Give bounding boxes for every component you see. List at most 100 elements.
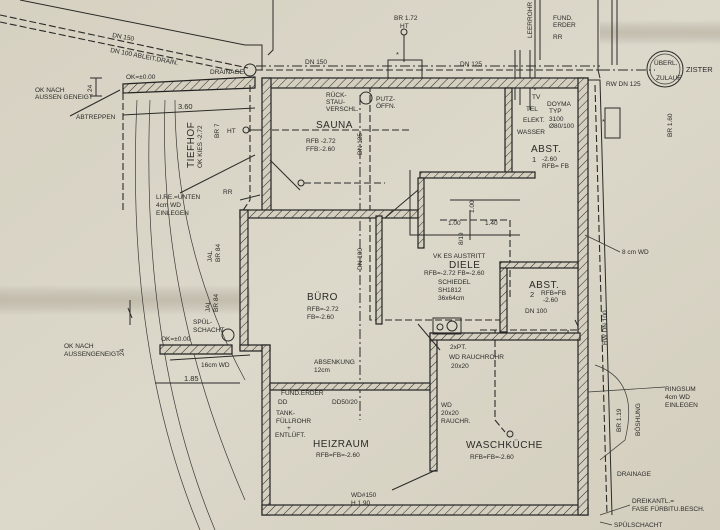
abst-1-number: 1 bbox=[532, 155, 536, 164]
label-drainage: DRAINAGE bbox=[210, 69, 245, 76]
label-br7: BR 7 bbox=[214, 123, 221, 138]
label-einlegen: EINLEGEN bbox=[156, 210, 189, 217]
label-rr: RR bbox=[223, 189, 233, 196]
label-plus: + bbox=[287, 425, 291, 432]
label-ok-bottom: OK=±0.00 bbox=[161, 336, 191, 343]
label-tiefhof: TIEFHOF bbox=[186, 122, 197, 168]
label-wd: WD bbox=[441, 402, 452, 409]
room-buero: BÜRO bbox=[307, 291, 338, 303]
label-8cm-wd: 8 cm WD bbox=[622, 249, 649, 256]
dimension-1-85: 1.85 bbox=[184, 374, 199, 383]
label-dn125-vertical: DN 125 bbox=[357, 133, 364, 155]
label-br84: BR 84 bbox=[215, 244, 222, 262]
label-dn100-lower: DN 100 bbox=[525, 308, 547, 315]
tiefhof-labels: OK=±0.00 OK NACH AUSSEN GENEIGT 24 ABTRE… bbox=[35, 74, 236, 383]
dimension-1-40: 1.40 bbox=[485, 220, 498, 227]
room-heizraum: HEIZRAUM bbox=[313, 439, 369, 450]
label-dn100-center: DN 100 bbox=[357, 248, 364, 270]
room-abst-1: ABST. bbox=[531, 144, 561, 155]
label-br160: BR 1.60 bbox=[667, 113, 674, 137]
label-tank: TANK- bbox=[276, 410, 295, 417]
label-slope-bottom: 24 bbox=[119, 348, 126, 356]
sauna-rfb: RFB -2.72 bbox=[306, 138, 336, 145]
label-stau: STAU- bbox=[326, 99, 345, 106]
walls bbox=[239, 77, 621, 516]
label-rw-dn125: RW DN 125 bbox=[606, 81, 641, 88]
label-br172: BR 1.72 bbox=[394, 15, 418, 22]
label-ok-nach-bottom: OK NACH bbox=[64, 343, 94, 350]
label-boeschung: BÖSHUNG bbox=[634, 403, 642, 436]
abst-2-number: 2 bbox=[530, 290, 534, 299]
dimension-1-00: 1.00 bbox=[448, 220, 461, 227]
label-vk-es-austritt: VK ES AUSTRITT bbox=[433, 253, 485, 260]
dimension-steps: 8/19 bbox=[458, 232, 465, 245]
tiefhof-area bbox=[69, 76, 261, 530]
room-abst-2: ABST. bbox=[529, 280, 559, 291]
label-wd-rauchrohr: WD RAUCHROHR bbox=[449, 354, 504, 361]
label-2xpt: 2xPT. bbox=[450, 344, 466, 351]
label-dn125: DN 125 bbox=[460, 61, 482, 68]
waschkueche-rfb: RFB=FB=-2.60 bbox=[470, 454, 514, 461]
label-drainage-right: DRAINAGE bbox=[617, 471, 652, 478]
label-fase: FASE FÜRBITU.BESCH. bbox=[632, 505, 705, 513]
label-typ: TYP bbox=[549, 108, 562, 115]
label-dn150-right: DN 150 bbox=[305, 59, 327, 66]
label-jal: JAL bbox=[207, 250, 214, 262]
buero-rfb: RFB=-2.72 bbox=[307, 306, 339, 313]
label-36x64: 36x64cm bbox=[438, 295, 464, 302]
label-spuel: SPÜL- bbox=[193, 318, 212, 326]
label-3100: 3100 bbox=[549, 116, 564, 123]
label-wasser: WASSER bbox=[517, 129, 545, 136]
label-einlegen-ringsum: EINLEGEN bbox=[665, 402, 698, 409]
room-diele: DIELE bbox=[449, 260, 480, 271]
label-slope-top: 24 bbox=[87, 84, 94, 92]
label-fund: FUND. bbox=[553, 15, 573, 22]
diele-rfb: RFB=-2.72 FB=-2.60 bbox=[424, 270, 485, 277]
label-erder: ERDER bbox=[553, 22, 576, 29]
star-mark: * bbox=[396, 50, 399, 59]
pipe-lines bbox=[0, 0, 684, 516]
dimension-3-60: 3.60 bbox=[178, 102, 193, 111]
abst-2-level: -2.60 bbox=[543, 297, 558, 304]
abst-2-rfb: RFB=FB bbox=[541, 290, 566, 297]
heizraum-rfb: RFB=FB=-2.60 bbox=[316, 452, 360, 459]
label-absenkung: ABSENKUNG bbox=[314, 359, 355, 366]
label-br119: BR 1.19 bbox=[616, 408, 623, 432]
label-rueck: RÜCK- bbox=[326, 91, 347, 99]
label-rw-dn100: RW DN 100 bbox=[602, 310, 609, 345]
label-schacht: SCHACHT bbox=[193, 327, 224, 334]
dimension-1-00-vertical: 1.00 bbox=[469, 200, 476, 213]
label-16cm-wd: 16cm WD bbox=[201, 362, 230, 369]
label-zulauf: ZULAUF bbox=[656, 75, 681, 82]
label-verschl: VERSCHL. bbox=[326, 106, 359, 113]
label-entlueft: ENTLÜFT. bbox=[275, 431, 306, 439]
label-schiedel: SCHIEDEL bbox=[438, 279, 471, 286]
label-aussen-geneigt: AUSSEN GENEIGT bbox=[35, 94, 93, 101]
label-abtreppen: ABTREPPEN bbox=[76, 114, 116, 121]
label-leerrohr: LEERROHR bbox=[527, 2, 534, 38]
abst-1-level: -2.60 bbox=[542, 156, 557, 163]
label-rr-top: RR bbox=[553, 34, 563, 41]
label-jal-2: JAL bbox=[205, 300, 212, 312]
room-sauna: SAUNA bbox=[316, 120, 353, 131]
label-dd: DD bbox=[278, 399, 288, 406]
room-labels: SAUNA RFB -2.72 FFB:-2.60 BÜRO RFB=-2.72… bbox=[306, 120, 569, 461]
label-ueberl: ÜBERL. bbox=[654, 59, 678, 67]
label-sh1812: SH1812 bbox=[438, 287, 462, 294]
label-12cm: 12cm bbox=[314, 367, 330, 374]
label-wd150: WD#150 bbox=[351, 492, 377, 499]
label-ok-nach: OK NACH bbox=[35, 87, 65, 94]
abst-1-rfb: RFB= FB bbox=[542, 163, 569, 170]
label-20x20: 20x20 bbox=[451, 363, 469, 370]
label-li-re-unten: LI.RE.=UNTEN bbox=[156, 194, 201, 201]
label-ht: HT bbox=[227, 128, 236, 135]
label-80-100: Ø80/100 bbox=[549, 123, 574, 130]
label-br84-2: BR 84 bbox=[213, 294, 220, 312]
label-dn150: DN 150 bbox=[112, 32, 135, 43]
label-4cm-wd-ringsum: 4cm WD bbox=[665, 394, 690, 401]
star-mark: * bbox=[602, 117, 605, 126]
label-ringsum: RINGSUM bbox=[665, 386, 696, 393]
label-aussengeneigt-bottom: AUSSENGENEIGT bbox=[64, 351, 120, 358]
label-dd-50-20: DD50/20 bbox=[332, 399, 358, 406]
label-fuellrohr: FÜLLROHR bbox=[276, 417, 311, 425]
